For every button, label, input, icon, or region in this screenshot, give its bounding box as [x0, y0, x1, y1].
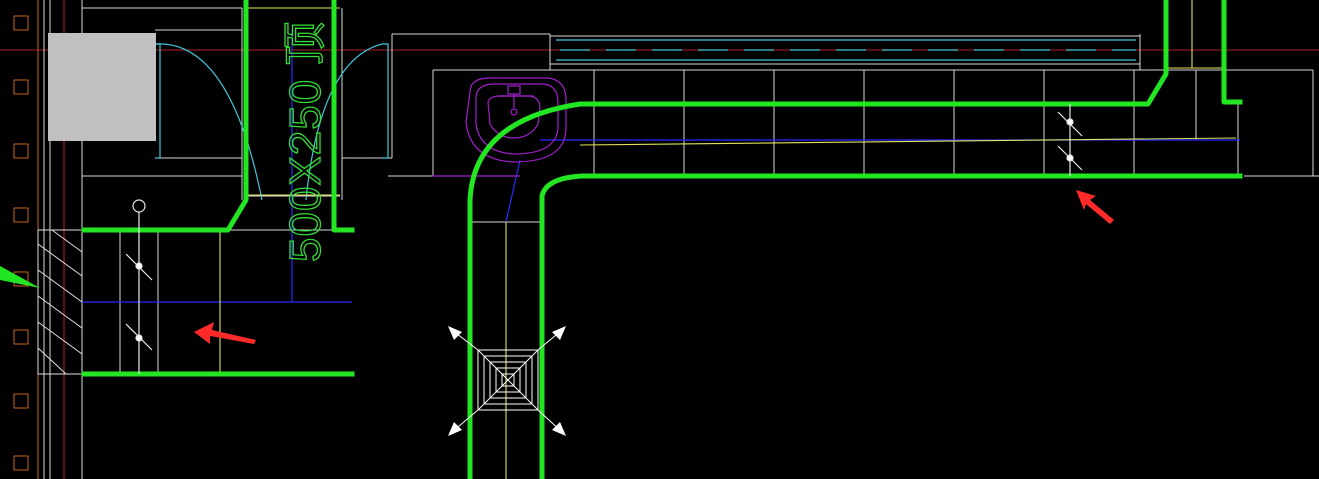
equipment-block[interactable] [48, 33, 156, 141]
vertical-duct-left-wall [81, 0, 249, 233]
red-arrow-icon [194, 322, 256, 344]
main-duct-bottom-wall [539, 173, 1243, 479]
duct-outlines [81, 0, 1243, 479]
wiring-lines [82, 30, 1240, 303]
upper-band-dashes [556, 39, 1136, 61]
fire-damper-icon[interactable] [1057, 104, 1083, 176]
right-riser-wall [1221, 0, 1243, 105]
vertical-duct-right-wall [331, 0, 355, 233]
center-lines [219, 0, 1237, 479]
fire-damper-icon[interactable] [125, 199, 153, 374]
main-duct-top-wall [467, 0, 1169, 479]
duct-size-label: 500X250 顶 [281, 21, 330, 262]
red-arrow-icon [1076, 190, 1114, 224]
square-diffuser-icon[interactable] [451, 329, 563, 433]
diffuser-arrow-heads [448, 326, 566, 436]
duct-arrow-left-edge [0, 266, 40, 288]
duct-size-label-group: 500X250 顶 [280, 20, 330, 263]
